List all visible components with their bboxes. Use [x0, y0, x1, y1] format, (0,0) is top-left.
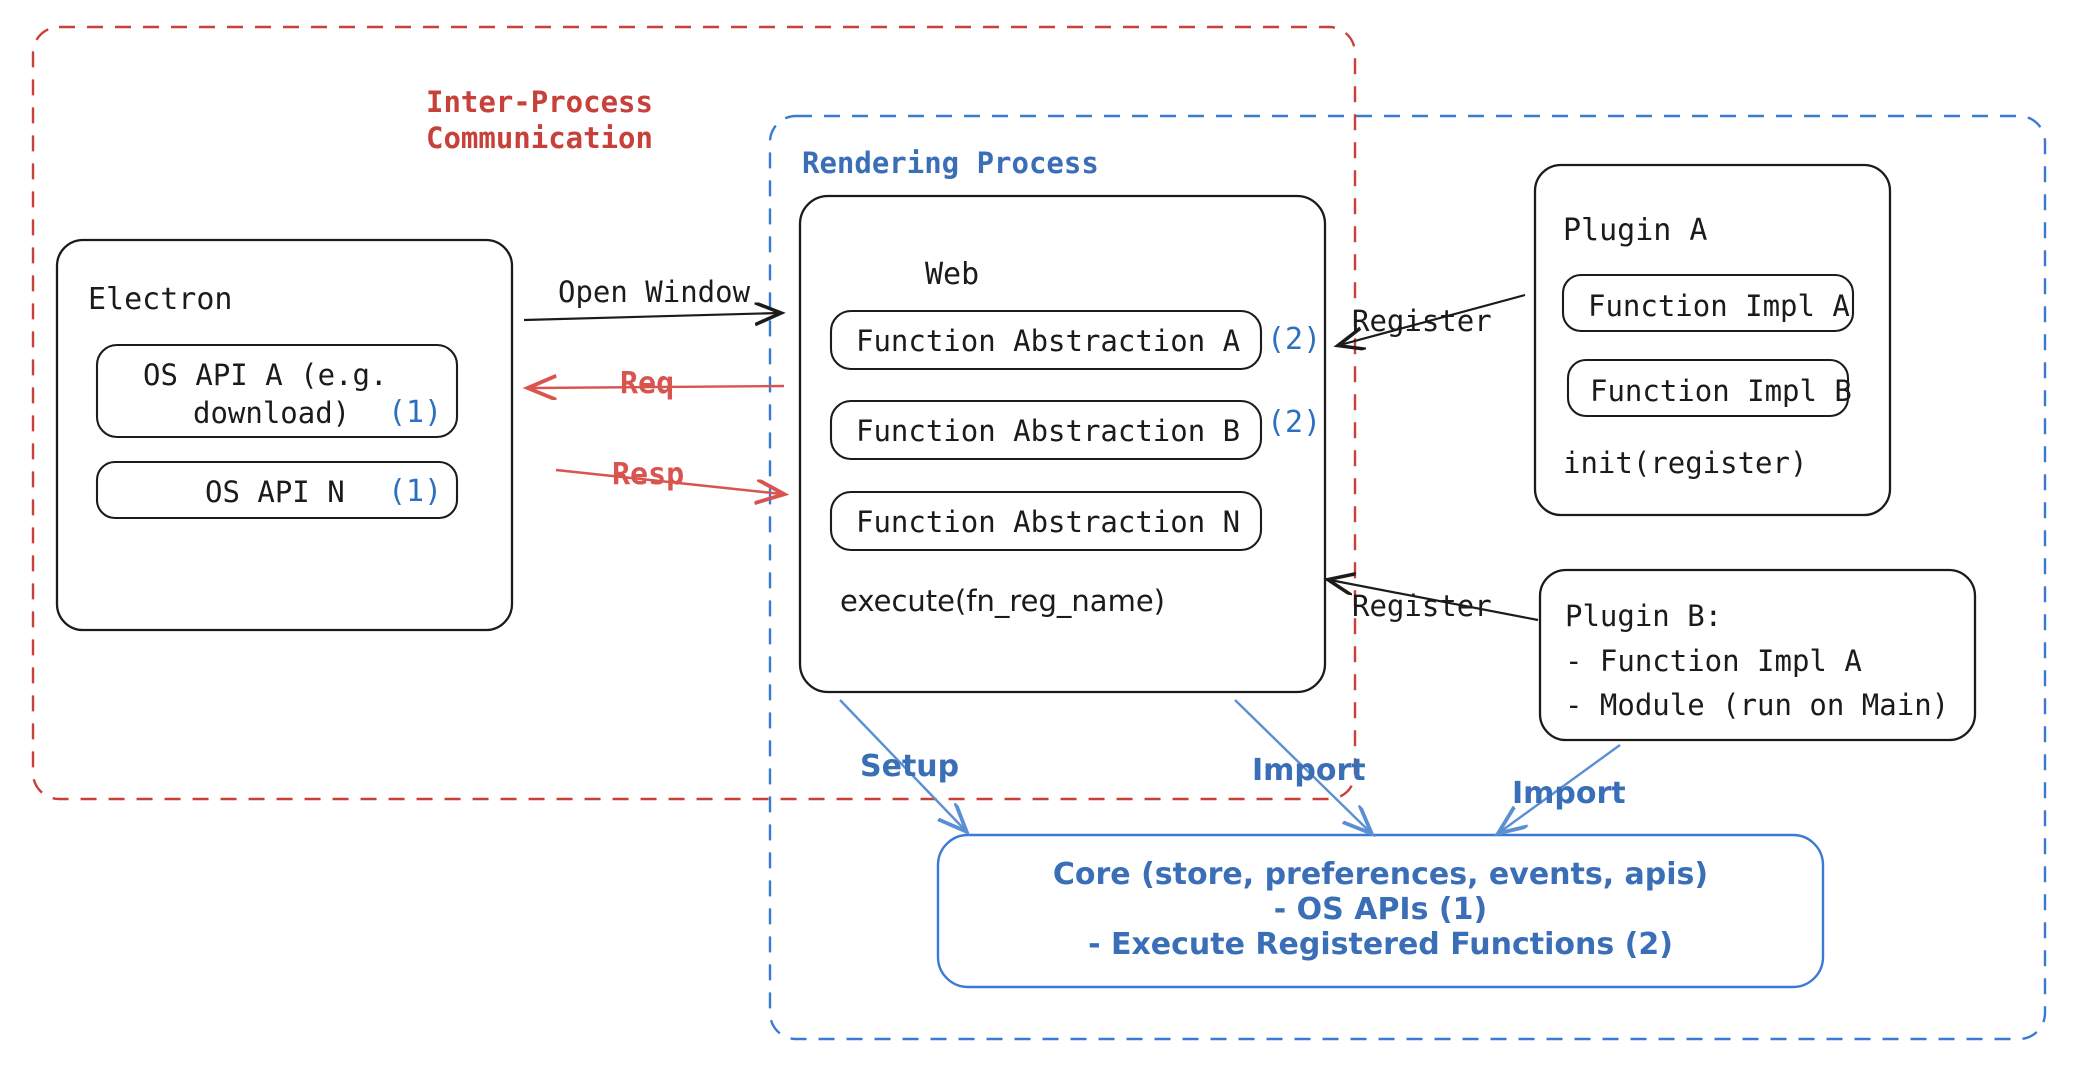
function-abstraction-b-label: Function Abstraction B	[856, 414, 1241, 448]
ipc-label-line2: Communication	[426, 121, 653, 155]
import-plugin-arrow	[1500, 744, 1621, 832]
os-api-a-label-line2: download)	[193, 396, 351, 430]
function-abstraction-n-chip-outline	[829, 490, 1263, 552]
function-abstraction-a-badge: (2)	[1267, 322, 1322, 357]
function-abstraction-n-label: Function Abstraction N	[856, 505, 1241, 539]
web-execute-signature: execute(fn_reg_name)	[840, 584, 1165, 618]
core-box-outline	[936, 833, 1825, 989]
import-web-arrow	[1234, 699, 1370, 832]
import-web-label: Import	[1252, 753, 1366, 788]
function-abstraction-b-chip-outline	[829, 399, 1263, 461]
req-arrow	[530, 386, 785, 388]
open-window-label: Open Window	[558, 275, 751, 309]
web-title: Web	[925, 257, 980, 292]
os-api-a-label-line1: OS API A (e.g.	[143, 358, 388, 392]
function-abstraction-a-chip-outline	[829, 309, 1263, 371]
plugin-a-title: Plugin A	[1563, 213, 1708, 248]
plugin-a-init-signature: init(register)	[1563, 446, 1808, 480]
plugin-b-line-2: - Module (run on Main)	[1565, 688, 1950, 722]
os-api-n-chip-outline	[95, 460, 459, 520]
plugin-b-box-outline	[1538, 568, 1977, 742]
core-line-1: - OS APIs (1)	[1273, 892, 1488, 927]
register-b-label: Register	[1352, 589, 1492, 623]
function-impl-b-label: Function Impl B	[1590, 374, 1852, 408]
function-impl-a-label: Function Impl A	[1588, 289, 1850, 323]
req-label: Req	[620, 366, 675, 401]
os-api-a-badge: (1)	[388, 395, 443, 430]
function-impl-b-chip-outline	[1566, 358, 1850, 418]
plugin-b-line-0: Plugin B:	[1565, 599, 1723, 633]
setup-label: Setup	[860, 749, 960, 784]
open-window-arrow	[523, 313, 779, 320]
import-plugin-label: Import	[1512, 776, 1626, 811]
os-api-a-chip-outline	[95, 343, 459, 439]
register-a-label: Register	[1352, 304, 1492, 338]
setup-arrow	[839, 699, 965, 830]
electron-title: Electron	[88, 282, 233, 317]
function-abstraction-b-badge: (2)	[1267, 405, 1322, 440]
plugin-a-box-outline	[1533, 163, 1892, 517]
function-impl-a-chip-outline	[1561, 273, 1855, 333]
function-abstraction-a-label: Function Abstraction A	[856, 324, 1241, 358]
rendering-process-container-outline	[768, 114, 2047, 1041]
register-b-arrow	[1330, 580, 1539, 622]
rendering-process-label: Rendering Process	[802, 146, 1099, 180]
core-line-0: Core (store, preferences, events, apis)	[1052, 857, 1709, 892]
resp-label: Resp	[612, 457, 685, 492]
ipc-label-line1: Inter-Process	[426, 85, 653, 119]
os-api-n-badge: (1)	[388, 474, 443, 509]
register-a-arrow	[1340, 293, 1526, 345]
resp-arrow	[555, 468, 782, 494]
core-line-2: - Execute Registered Functions (2)	[1088, 927, 1673, 962]
plugin-b-line-1: - Function Impl A	[1565, 644, 1862, 678]
os-api-n-label: OS API N	[205, 475, 345, 509]
